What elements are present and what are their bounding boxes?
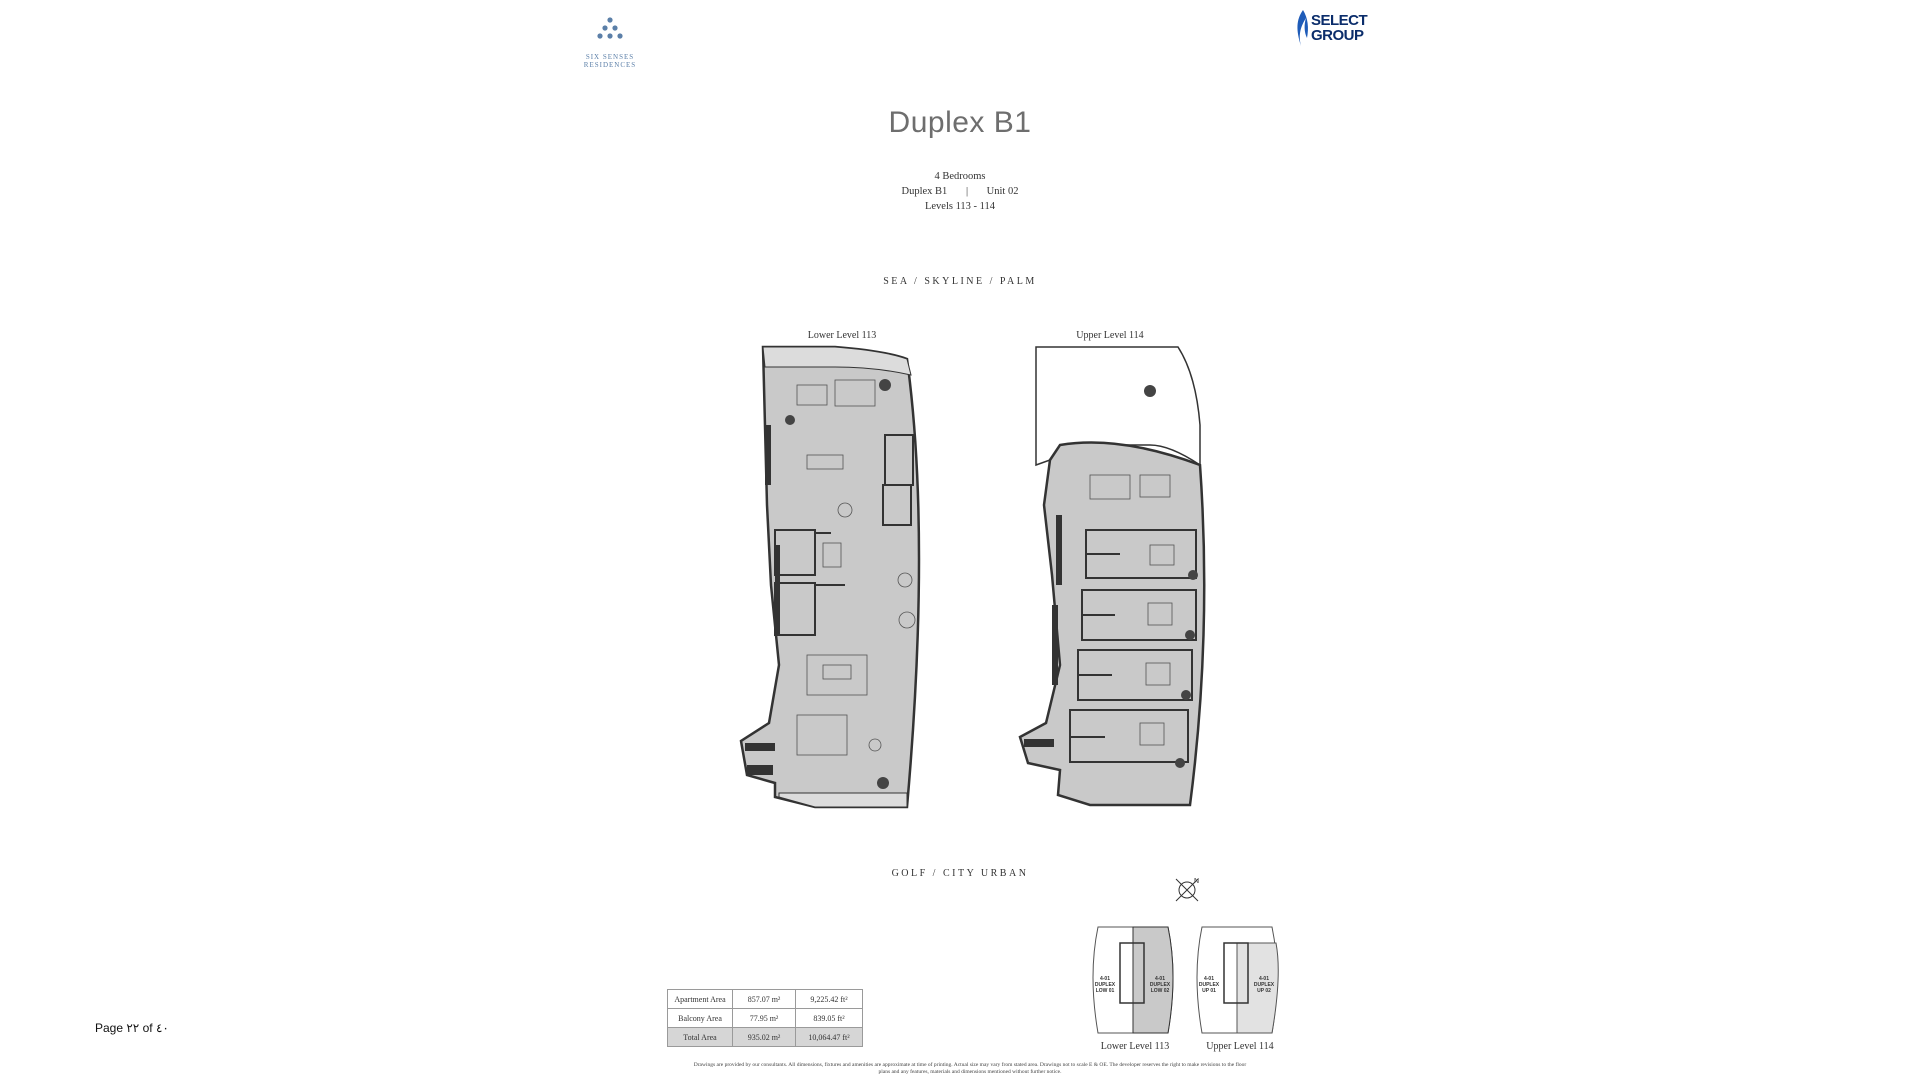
six-senses-logo-text: SIX SENSES RESIDENCES: [583, 53, 637, 69]
area-label: Balcony Area: [667, 1008, 733, 1028]
lower-level-label: Lower Level 113: [807, 330, 877, 341]
area-sqm: 935.02 m²: [732, 1027, 796, 1047]
flame-icon: [1297, 10, 1308, 46]
area-table: Apartment Area 857.07 m² 9,225.42 ft² Ba…: [667, 989, 863, 1047]
key-lower-label: Lower Level 113: [1100, 1041, 1170, 1052]
upper-key-unit-right: 4-01 DUPLEX UP 02: [1253, 976, 1275, 994]
unit-line: Duplex B1 | Unit 02: [0, 186, 1920, 197]
triangle-dots-icon: [597, 17, 623, 39]
unit-separator: |: [965, 186, 969, 197]
select-group-logo: SELECT GROUP: [1294, 8, 1384, 48]
north-label: N: [1194, 878, 1199, 885]
area-label: Apartment Area: [667, 989, 733, 1009]
upper-key-unit-left: 4-01 DUPLEX UP 01: [1198, 976, 1220, 994]
table-row: Apartment Area 857.07 m² 9,225.42 ft²: [667, 989, 863, 1009]
north-compass-icon: N: [1175, 878, 1199, 902]
table-row-total: Total Area 935.02 m² 10,064.47 ft²: [667, 1027, 863, 1047]
view-bottom-label: GOLF / CITY URBAN: [891, 868, 1029, 879]
unit-type: Duplex B1: [901, 186, 948, 197]
bedrooms-text: 4 Bedrooms: [934, 171, 986, 182]
upper-key-plan: [1196, 926, 1279, 1034]
six-senses-logo: SIX SENSES RESIDENCES: [575, 16, 645, 69]
area-sqm: 77.95 m²: [732, 1008, 796, 1028]
key-upper-label: Upper Level 114: [1206, 1041, 1274, 1052]
lower-level-floor-plan: [739, 345, 921, 809]
brand-right-line2: GROUP: [1311, 27, 1364, 44]
lower-key-plan: [1092, 926, 1174, 1034]
area-sqft: 9,225.42 ft²: [795, 989, 863, 1009]
area-label: Total Area: [667, 1027, 733, 1047]
disclaimer-line2: plans and any features, materials and di…: [878, 1069, 1062, 1075]
lower-key-unit-left: 4-01 DUPLEX LOW 01: [1094, 976, 1116, 994]
area-sqft: 839.05 ft²: [795, 1008, 863, 1028]
brand-right-line1: SELECT: [1311, 12, 1368, 29]
page-title: Duplex B1: [888, 106, 1032, 139]
disclaimer-line1: Drawings are provided by our consultants…: [693, 1062, 1247, 1068]
upper-level-floor-plan: [1018, 346, 1206, 807]
lower-key-unit-right: 4-01 DUPLEX LOW 02: [1149, 976, 1171, 994]
page-number: Page ٢٢ of ٤٠: [95, 1021, 169, 1035]
table-row: Balcony Area 77.95 m² 839.05 ft²: [667, 1008, 863, 1028]
levels-text: Levels 113 - 114: [924, 201, 996, 212]
view-top-label: SEA / SKYLINE / PALM: [883, 276, 1037, 287]
unit-number: Unit 02: [986, 186, 1019, 197]
area-sqm: 857.07 m²: [732, 989, 796, 1009]
disclaimer: Drawings are provided by our consultants…: [665, 1062, 1275, 1076]
area-sqft: 10,064.47 ft²: [795, 1027, 863, 1047]
upper-level-label: Upper Level 114: [1076, 330, 1144, 341]
